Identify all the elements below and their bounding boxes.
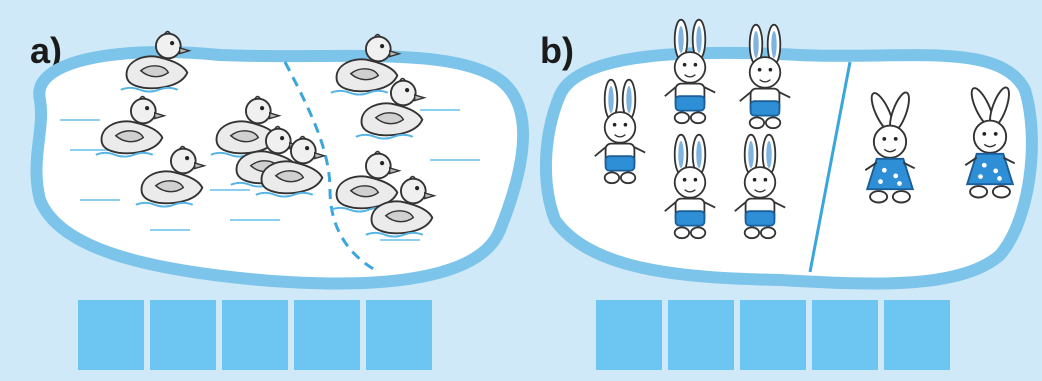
answer-box-b-3[interactable] [740,300,806,370]
pond-b-divider [808,61,852,273]
answer-box-a-3[interactable] [222,300,288,370]
answer-box-b-2[interactable] [668,300,734,370]
answer-row-a [78,300,432,370]
pond-b [539,46,1038,290]
answer-box-a-4[interactable] [294,300,360,370]
panel-b-label: b) [540,30,574,71]
answer-row-b [596,300,950,370]
answer-box-a-5[interactable] [366,300,432,370]
answer-box-a-2[interactable] [150,300,216,370]
pond-a-divider [283,61,376,272]
answer-box-b-4[interactable] [812,300,878,370]
pond-a-ripples [60,109,480,241]
answer-box-b-1[interactable] [596,300,662,370]
answer-box-b-5[interactable] [884,300,950,370]
answer-box-a-1[interactable] [78,300,144,370]
